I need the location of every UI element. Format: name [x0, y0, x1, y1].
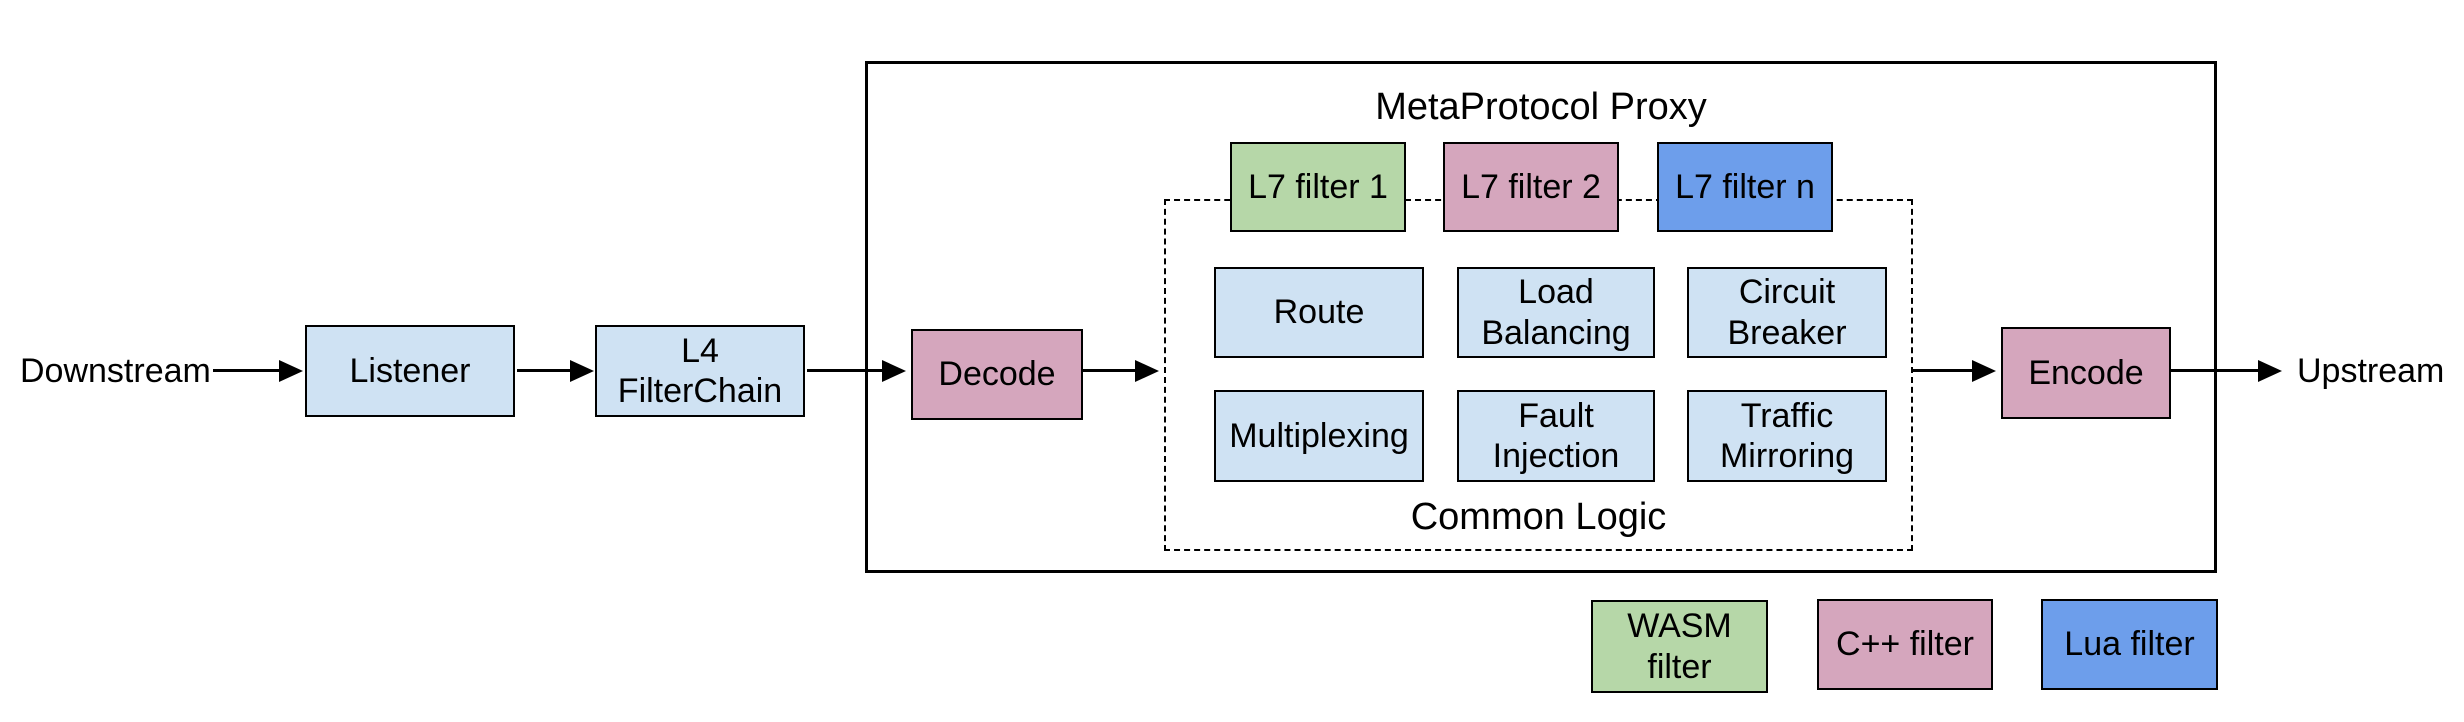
listener-box: Listener — [305, 325, 515, 417]
proxy-title: MetaProtocol Proxy — [1375, 86, 1707, 128]
multiplexing-box: Multiplexing — [1214, 390, 1424, 482]
load-balancing-box: Load Balancing — [1457, 267, 1655, 358]
encode-box: Encode — [2001, 327, 2171, 419]
l7-filter-2-box: L7 filter 2 — [1443, 142, 1619, 232]
l4-filterchain-box: L4 FilterChain — [595, 325, 805, 417]
decode-box: Decode — [911, 329, 1083, 420]
arrow-encode-to-upstream — [2170, 360, 2282, 382]
traffic-mirroring-box: Traffic Mirroring — [1687, 390, 1887, 482]
legend-cpp-filter: C++ filter — [1817, 599, 1993, 690]
common-logic-label: Common Logic — [1410, 496, 1667, 538]
legend-wasm-filter: WASM filter — [1591, 600, 1768, 693]
upstream-label: Upstream — [2297, 352, 2445, 390]
arrow-commonlogic-to-encode — [1911, 360, 1996, 382]
fault-injection-box: Fault Injection — [1457, 390, 1655, 482]
arrow-downstream-to-listener — [213, 360, 303, 382]
circuit-breaker-box: Circuit Breaker — [1687, 267, 1887, 358]
arrow-listener-to-l4 — [517, 360, 594, 382]
arrow-decode-to-commonlogic — [1082, 360, 1159, 382]
common-logic-box: Route Load Balancing Circuit Breaker Mul… — [1164, 199, 1913, 551]
route-box: Route — [1214, 267, 1424, 358]
metaprotocol-proxy-box: MetaProtocol Proxy Route Load Balancing … — [865, 61, 2217, 573]
l7-filter-1-box: L7 filter 1 — [1230, 142, 1406, 232]
l7-filter-n-box: L7 filter n — [1657, 142, 1833, 232]
downstream-label: Downstream — [20, 352, 211, 390]
arrow-l4-to-decode — [807, 360, 906, 382]
legend-lua-filter: Lua filter — [2041, 599, 2218, 690]
